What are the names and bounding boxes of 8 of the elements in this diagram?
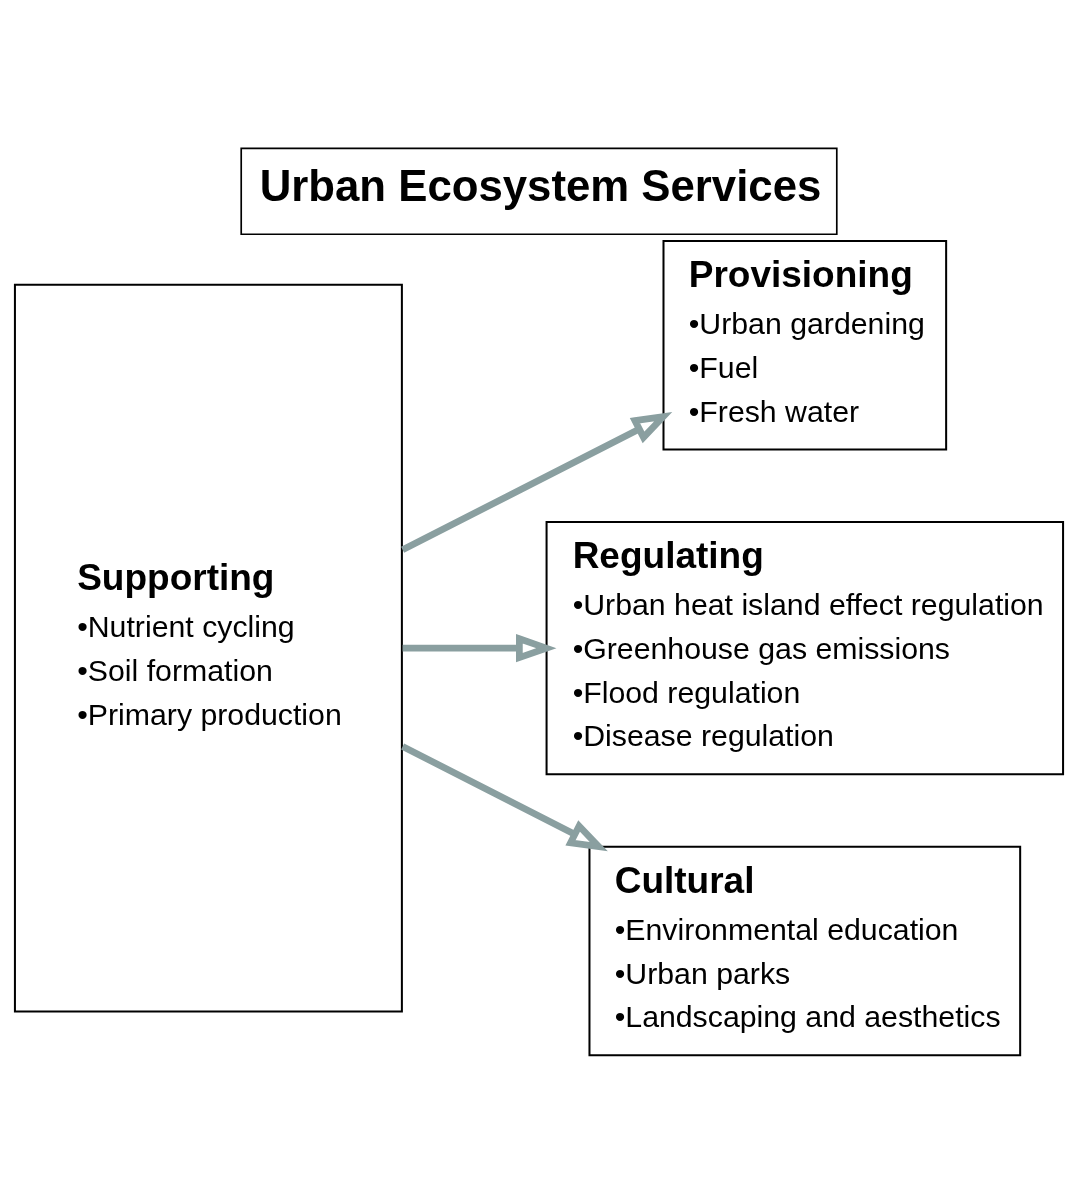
arrow xyxy=(402,633,557,662)
node-box: Supporting •Nutrient cycling •Soil formation •Primary production xyxy=(13,283,403,1013)
diagram-title: Urban Ecosystem Services xyxy=(259,160,822,210)
node-box: Cultural •Environmental education •Urban parks •Landscaping and aesthetics xyxy=(588,845,1022,1056)
arrow xyxy=(401,411,673,553)
node-box: Provisioning •Urban gardening •Fuel •Fresh water xyxy=(662,239,948,451)
node-box: Regulating •Urban heat island effect regulation •Greenhouse gas emissions •Flood regulation •Disease regulation xyxy=(545,520,1065,775)
arrow xyxy=(401,742,608,851)
